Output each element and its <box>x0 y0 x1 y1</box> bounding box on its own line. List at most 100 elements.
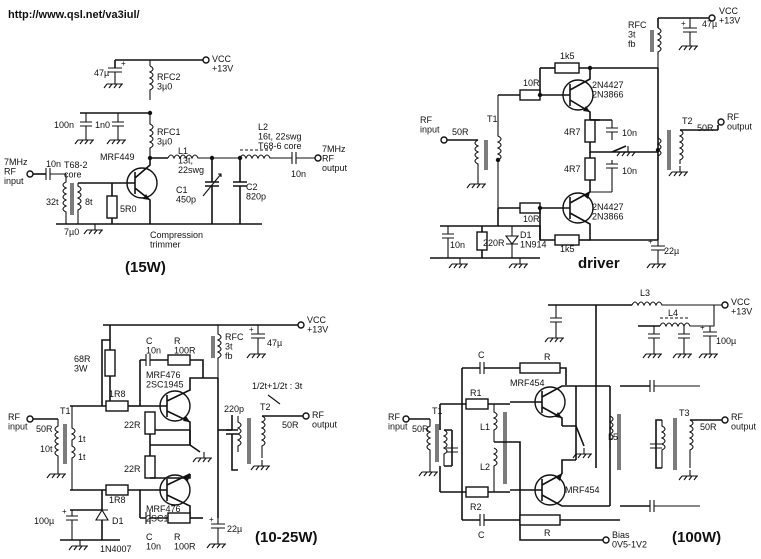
l1-100w: L1 <box>480 422 490 432</box>
t1-100w: T1 <box>432 406 443 416</box>
svg-text:+: + <box>209 515 214 524</box>
cap-10n-b-driver: 10n <box>622 166 637 176</box>
r-10r-bot-driver: 10R <box>523 214 540 224</box>
winding-1t-b: 1t <box>78 452 86 462</box>
cap-10n-in-15w: 10n <box>46 159 61 169</box>
cap-1n0-15w: 1n0 <box>95 120 110 130</box>
cap-47u-10-25w: 47µ <box>267 338 282 348</box>
title-driver: driver <box>578 255 620 272</box>
circuit-100w: L3 VCC+13V L4 100µ + C R MRF454 R <box>388 288 757 549</box>
r-4r7-b-driver: 4R7 <box>564 164 581 174</box>
r-5r0-15w: 5R0 <box>120 204 137 214</box>
c-top-100w: C <box>478 350 485 360</box>
r-1r8-a-10-25w: 1R8 <box>109 389 126 399</box>
r-top-100w: R <box>544 352 551 362</box>
mrf449-transistor: MRF449 <box>100 152 135 162</box>
cap-10n-a-driver: 10n <box>622 128 637 138</box>
vcc-label-10-25w: VCC+13V <box>307 315 328 334</box>
cap-10n-out-15w: 10n <box>291 169 306 179</box>
out-imp-10-25w: 50R <box>282 420 299 430</box>
q-top-100w: MRF454 <box>510 378 545 388</box>
cap-22u-10-25w: 22µ <box>227 524 242 534</box>
t2-driver: T2 <box>682 116 693 126</box>
svg-text:+: + <box>249 325 254 334</box>
t1-10-25w: T1 <box>60 406 71 416</box>
vcc-label-driver: VCC+13V <box>719 6 740 25</box>
r-1r8-b-10-25w: 1R8 <box>109 495 126 505</box>
in-imp-100w: 50R <box>412 424 429 434</box>
out-imp-driver: 50R <box>697 123 714 133</box>
winding-1t-a: 1t <box>78 434 86 444</box>
title-10-25w: (10-25W) <box>255 529 318 546</box>
r-10r-top-driver: 10R <box>523 78 540 88</box>
svg-text:+: + <box>121 59 126 68</box>
l5-100w: L5 <box>608 432 618 442</box>
cap-100u-100w: 100µ <box>716 336 736 346</box>
cap-100n-15w: 100n <box>54 120 74 130</box>
r-22r-b-10-25w: 22R <box>124 464 141 474</box>
winding-8t: 8t <box>85 197 93 207</box>
out-imp-100w: 50R <box>700 422 717 432</box>
r2-100w: R2 <box>470 502 482 512</box>
vcc-label-100w: VCC+13V <box>731 297 752 316</box>
cap-22u-driver: 22µ <box>664 246 679 256</box>
cap-100u-10-25w: 100µ <box>34 516 54 526</box>
r-1k5-top-driver: 1k5 <box>560 51 575 61</box>
in-imp-driver: 50R <box>452 127 469 137</box>
r-1k5-bot-driver: 1k5 <box>560 244 575 254</box>
l-7u0-15w: 7µ0 <box>64 227 79 237</box>
vcc-label-15w: VCC+13V <box>212 54 233 73</box>
l2-100w: L2 <box>480 462 490 472</box>
cap-220p-10-25w: 220p <box>224 404 244 414</box>
winding-10t: 10t <box>40 444 53 454</box>
svg-text:+: + <box>700 323 705 332</box>
r-22r-a-10-25w: 22R <box>124 420 141 430</box>
ratio-10-25w: 1/2t+1/2t : 3t <box>252 381 303 391</box>
source-url[interactable]: http://www.qsl.net/va3iul/ <box>8 9 140 21</box>
svg-text:+: + <box>648 237 653 246</box>
svg-text:+: + <box>62 507 67 516</box>
r1-100w: R1 <box>470 388 482 398</box>
c-bot-100w: C <box>478 530 485 540</box>
d1-10-25w: D1 <box>112 516 124 526</box>
winding-32t: 32t <box>46 197 59 207</box>
t2-10-25w: T2 <box>260 402 271 412</box>
t1-driver: T1 <box>487 114 498 124</box>
l3-100w: L3 <box>640 288 650 298</box>
l4-100w: L4 <box>668 308 678 318</box>
q-bot-100w: MRF454 <box>565 485 600 495</box>
title-100w: (100W) <box>672 529 721 546</box>
t3-100w: T3 <box>679 408 690 418</box>
svg-text:+: + <box>681 19 686 28</box>
r-4r7-a-driver: 4R7 <box>564 127 581 137</box>
d-part-10-25w: 1N4007 <box>100 544 132 554</box>
title-15w: (15W) <box>125 259 166 276</box>
